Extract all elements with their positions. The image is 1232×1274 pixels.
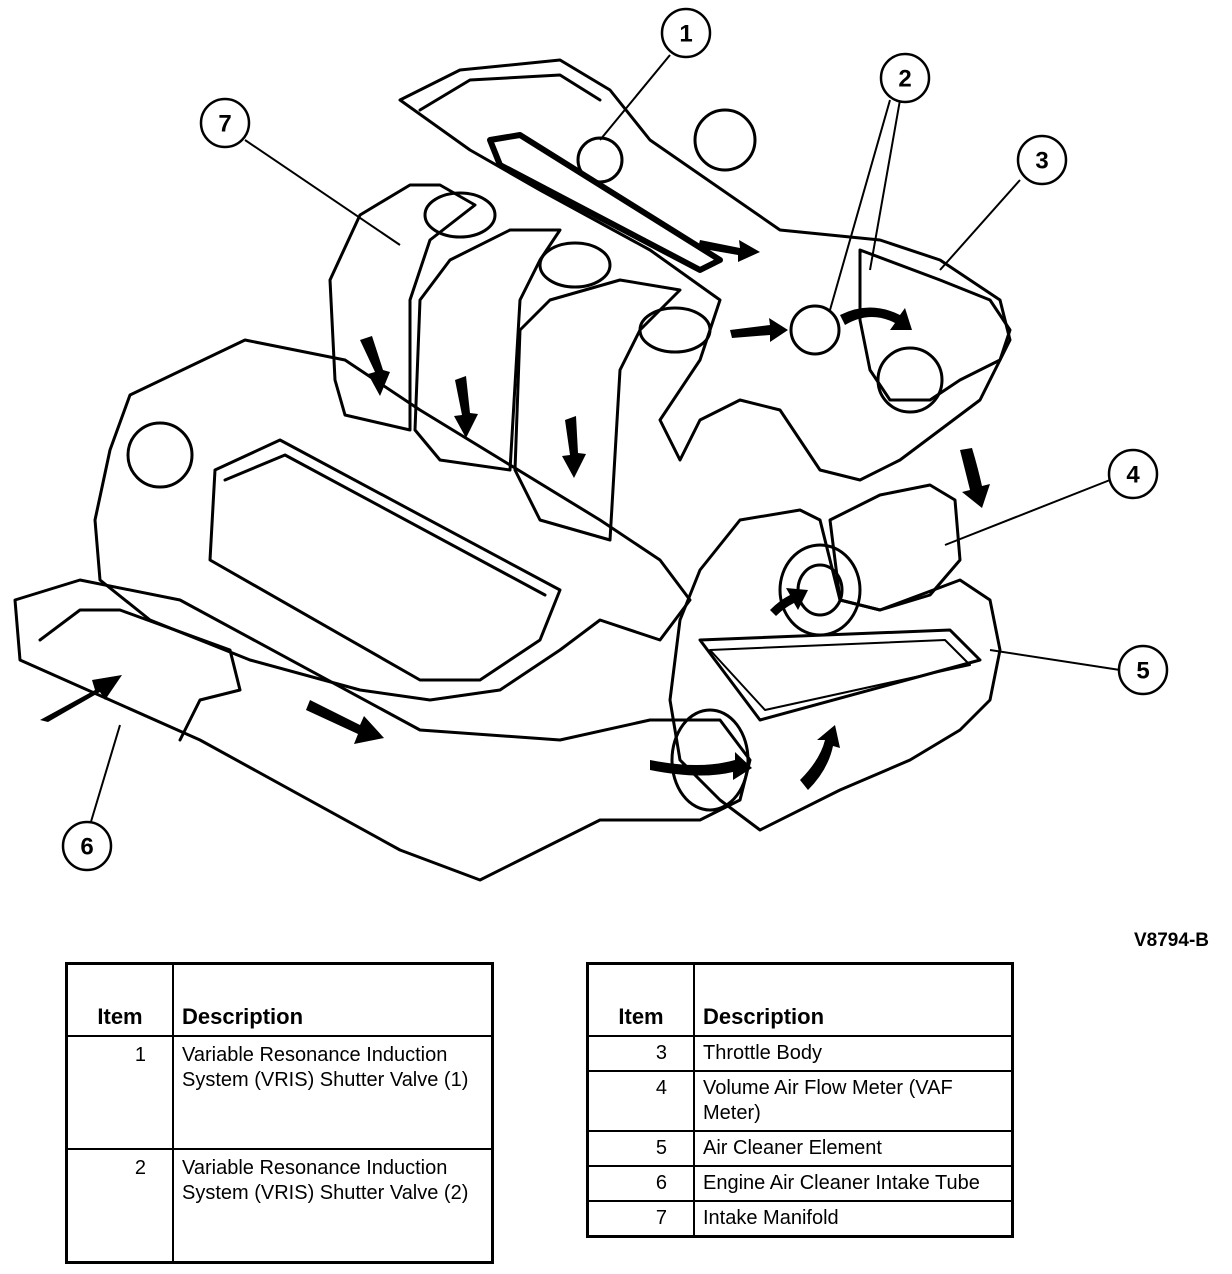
callout-2: 2 [898, 66, 911, 93]
legend-item-number: 7 [586, 1200, 695, 1238]
legend-item-number: 6 [586, 1165, 695, 1202]
legend-item-description: Throttle Body [693, 1035, 1014, 1072]
item-column-header: Item [586, 962, 695, 1037]
legend-item-description: Engine Air Cleaner Intake Tube [693, 1165, 1014, 1202]
shutter-valve-1 [576, 136, 624, 184]
legend-item-number: 2 [65, 1148, 174, 1263]
item-column-header: Item [65, 962, 174, 1037]
figure-id: V8794-B [1134, 930, 1209, 951]
legend-table-left: Item Description 1 Variable Resonance In… [65, 962, 494, 1264]
intake-system-diagram: 1 2 3 4 5 6 7 [13, 7, 1169, 882]
callout-5-circle [1117, 644, 1169, 696]
legend-item-number: 5 [586, 1130, 695, 1167]
callout-6-circle [61, 820, 113, 872]
lower-intake-body [93, 338, 692, 702]
air-cleaner-housing [668, 508, 1002, 832]
callout-6: 6 [80, 834, 93, 861]
legend-row: 1 Variable Resonance Induction System (V… [65, 1035, 494, 1150]
callout-4-circle [1107, 448, 1159, 500]
intake-tube [13, 578, 752, 882]
callout-5: 5 [1136, 658, 1149, 685]
callout-4: 4 [1126, 462, 1140, 489]
callout-7: 7 [218, 111, 231, 138]
legend-header-row: Item Description [65, 962, 494, 1037]
upper-plenum [398, 58, 1012, 482]
throttle-body [858, 248, 1012, 402]
callout-1-circle [660, 7, 712, 59]
legend-item-description: Volume Air Flow Meter (VAF Meter) [693, 1070, 1014, 1132]
legend-item-number: 4 [586, 1070, 695, 1132]
legend-row: 5 Air Cleaner Element [586, 1130, 1014, 1167]
legend-row: 3 Throttle Body [586, 1035, 1014, 1072]
description-column-header: Description [693, 962, 1014, 1037]
callout-2-circle [879, 52, 931, 104]
legend-item-number: 1 [65, 1035, 174, 1150]
legend-row: 4 Volume Air Flow Meter (VAF Meter) [586, 1070, 1014, 1132]
legend-item-description: Intake Manifold [693, 1200, 1014, 1238]
callout-3-circle [1016, 134, 1068, 186]
legend-row: 6 Engine Air Cleaner Intake Tube [586, 1165, 1014, 1202]
legend-item-description: Variable Resonance Induction System (VRI… [172, 1035, 494, 1150]
legend-table-right: Item Description 3 Throttle Body 4 Volum… [586, 962, 1014, 1238]
legend-row: 2 Variable Resonance Induction System (V… [65, 1148, 494, 1263]
callout-3: 3 [1035, 148, 1048, 175]
runner-1 [328, 183, 477, 432]
shutter-valve-2 [789, 304, 841, 356]
runner-2 [413, 228, 562, 472]
legend-header-row: Item Description [586, 962, 1014, 1037]
callout-7-circle [199, 97, 251, 149]
callout-1: 1 [679, 21, 692, 48]
legend-item-description: Variable Resonance Induction System (VRI… [172, 1148, 494, 1263]
legend-item-number: 3 [586, 1035, 695, 1072]
vaf-meter [828, 483, 962, 612]
description-column-header: Description [172, 962, 494, 1037]
runner-3 [513, 278, 682, 542]
plug-cap [126, 421, 194, 489]
legend-item-description: Air Cleaner Element [693, 1130, 1014, 1167]
legend-row: 7 Intake Manifold [586, 1200, 1014, 1238]
